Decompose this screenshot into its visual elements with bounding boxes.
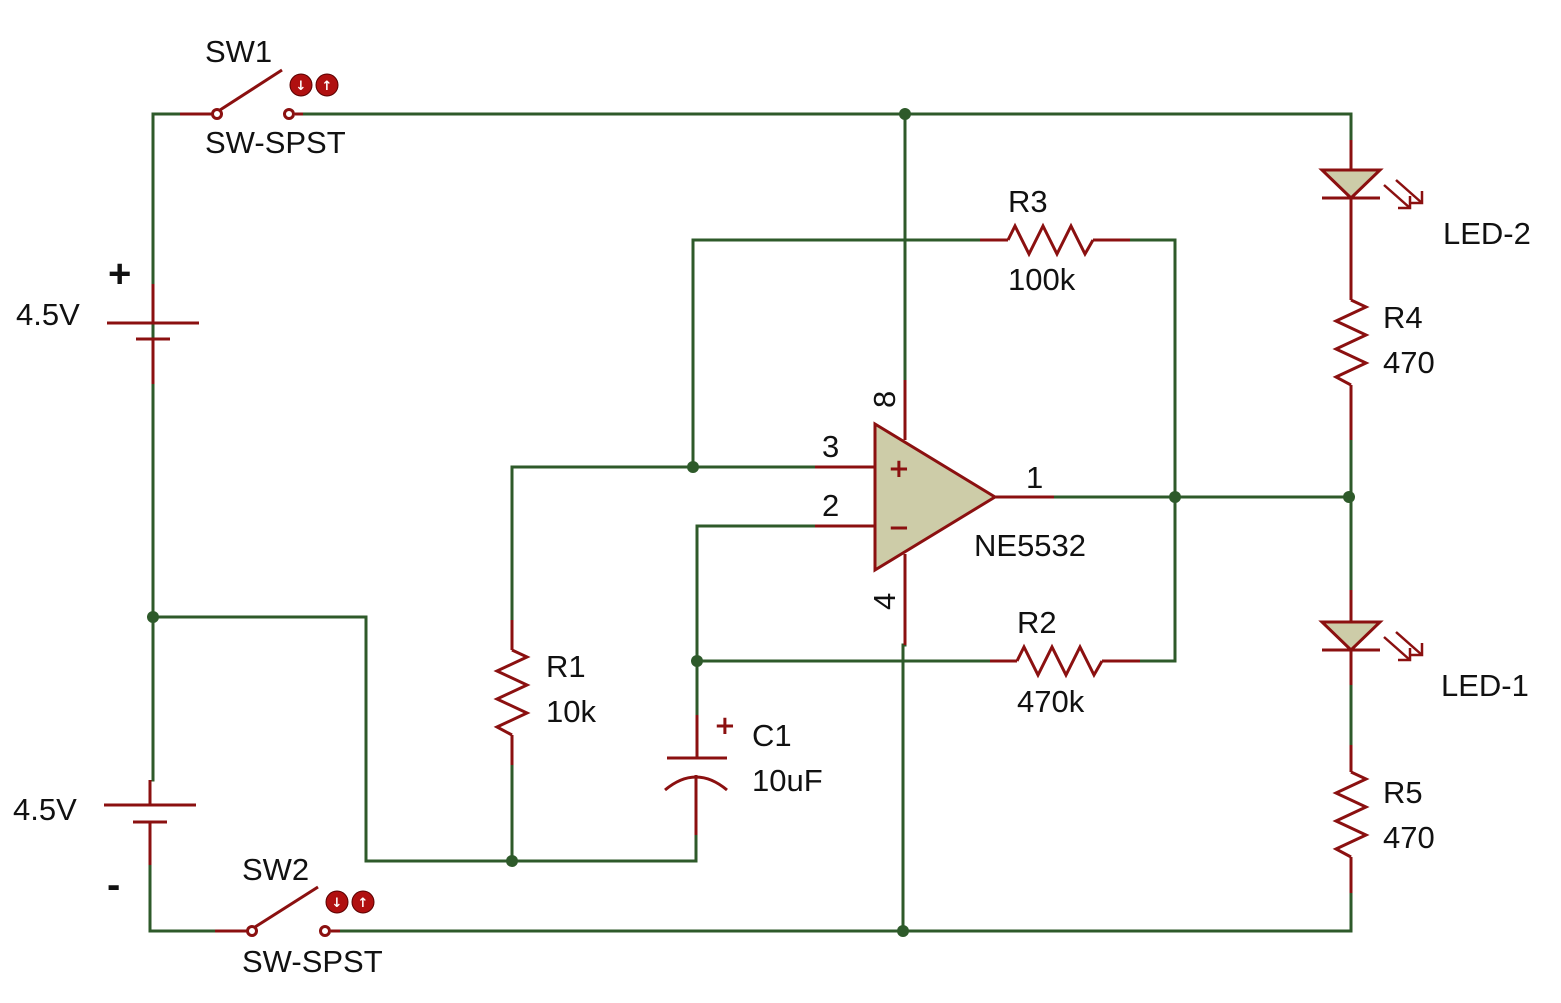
resistor-r4[interactable]: R4 470 — [1332, 290, 1435, 440]
battery-bottom: 4.5V - — [13, 780, 196, 907]
r2-value: 470k — [1017, 684, 1085, 719]
wire-midpoint-branch — [151, 615, 698, 863]
resistor-r5[interactable]: R5 470 — [1332, 745, 1435, 893]
junction-dot — [691, 655, 703, 667]
wires — [148, 112, 1353, 933]
opamp-pin-1: 1 — [1026, 460, 1043, 495]
wire-r3-left — [691, 238, 982, 469]
switch-sw1[interactable]: SW1 SW-SPST ↓ ↑ — [180, 34, 346, 160]
sw1-up-button[interactable]: ↑ — [315, 73, 339, 97]
sw2-type: SW-SPST — [242, 944, 383, 979]
c1-polarity: + — [714, 711, 736, 741]
battery-top-polarity: + — [108, 252, 131, 296]
wire-top-rail — [301, 112, 1353, 142]
sw1-down-button[interactable]: ↓ — [289, 73, 313, 97]
led1-emission-arrows-icon — [1383, 631, 1424, 662]
opamp-ne5532[interactable]: + − 3 2 1 8 4 NE5532 — [815, 380, 1086, 645]
led-2[interactable]: LED-2 — [1318, 140, 1531, 290]
junctions — [147, 108, 1355, 937]
sw2-ref: SW2 — [242, 852, 309, 887]
resistor-r1[interactable]: R1 10k — [493, 620, 596, 765]
wire-top-rail-left — [151, 112, 182, 386]
led2-body — [1318, 168, 1384, 201]
r4-ref: R4 — [1383, 300, 1423, 335]
opamp-pin-3: 3 — [822, 429, 839, 464]
opamp-plus-sign: + — [888, 454, 910, 484]
junction-dot — [1169, 491, 1181, 503]
sw1-ref: SW1 — [205, 34, 272, 69]
wire-pin3-net — [510, 465, 817, 622]
wire-vee — [901, 643, 907, 933]
r5-value: 470 — [1383, 820, 1435, 855]
battery-bottom-polarity: - — [107, 863, 120, 907]
sw1-down-icon: ↓ — [296, 79, 307, 94]
r5-ref: R5 — [1383, 775, 1423, 810]
opamp-pin-2: 2 — [822, 488, 839, 523]
sw1-type: SW-SPST — [205, 125, 346, 160]
battery-top-voltage: 4.5V — [16, 297, 80, 332]
junction-dot — [506, 855, 518, 867]
junction-dot — [147, 611, 159, 623]
c1-value: 10uF — [752, 763, 823, 798]
wire-r3-right — [1128, 238, 1177, 663]
opamp-part-number: NE5532 — [974, 528, 1086, 563]
r3-value: 100k — [1008, 262, 1076, 297]
opamp-pin-8: 8 — [867, 391, 902, 408]
junction-dot — [899, 108, 911, 120]
r2-ref: R2 — [1017, 605, 1057, 640]
sw2-up-icon: ↑ — [358, 896, 369, 911]
wire-bottom-rail — [338, 891, 1353, 933]
junction-dot — [897, 925, 909, 937]
capacitor-c1[interactable]: + C1 10uF — [664, 711, 823, 835]
battery-top: + 4.5V — [16, 252, 199, 384]
led-1[interactable]: LED-1 — [1318, 590, 1529, 703]
opamp-body — [873, 421, 998, 573]
resistor-r2[interactable]: R2 470k — [990, 605, 1140, 719]
junction-dot — [1343, 491, 1355, 503]
r1-ref: R1 — [546, 649, 586, 684]
sw2-down-icon: ↓ — [332, 896, 343, 911]
led2-emission-arrows-icon — [1383, 179, 1424, 210]
sw1-up-icon: ↑ — [322, 79, 333, 94]
r4-value: 470 — [1383, 345, 1435, 380]
led1-ref: LED-1 — [1441, 668, 1529, 703]
resistor-r3[interactable]: R3 100k — [980, 184, 1130, 297]
wire-pin2-net — [695, 524, 817, 717]
led2-ref: LED-2 — [1443, 216, 1531, 251]
r3-ref: R3 — [1008, 184, 1048, 219]
wire-bottom-rail-left — [148, 846, 217, 933]
r1-value: 10k — [546, 694, 596, 729]
led1-body — [1318, 620, 1384, 653]
c1-ref: C1 — [752, 718, 792, 753]
sw2-down-button[interactable]: ↓ — [325, 890, 349, 914]
battery-bottom-voltage: 4.5V — [13, 792, 77, 827]
switch-sw2[interactable]: SW2 SW-SPST ↓ ↑ — [215, 852, 383, 979]
opamp-pin-4: 4 — [867, 593, 902, 610]
sw2-up-button[interactable]: ↑ — [351, 890, 375, 914]
junction-dot — [687, 461, 699, 473]
opamp-minus-sign: − — [888, 513, 910, 543]
